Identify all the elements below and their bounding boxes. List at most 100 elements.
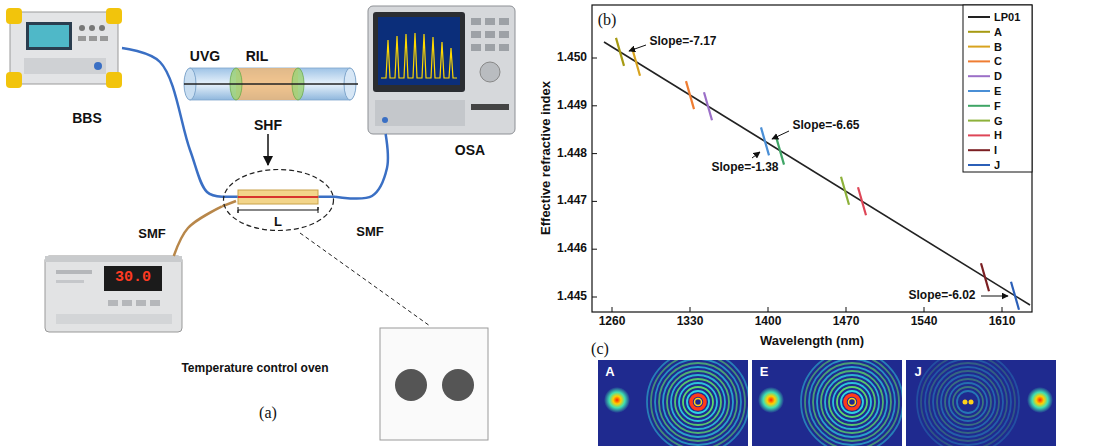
mode-image bbox=[679, 383, 717, 421]
legend-text: A bbox=[994, 26, 1002, 38]
mode-image bbox=[817, 367, 887, 437]
mode-field-images bbox=[598, 351, 1056, 446]
mode-image bbox=[663, 367, 733, 437]
mode-image bbox=[921, 360, 1015, 446]
legend-text: E bbox=[994, 85, 1001, 97]
sample-outline bbox=[238, 196, 318, 198]
figure-label: RIL bbox=[246, 48, 269, 64]
spectrum-analyzer-instrument bbox=[485, 31, 495, 38]
cross-section-image bbox=[442, 369, 474, 401]
figure-label: Slope=-6.02 bbox=[908, 289, 975, 303]
spectrum-analyzer-instrument bbox=[368, 6, 515, 134]
figure-label: (c) bbox=[591, 340, 609, 358]
spectrum-analyzer-instrument bbox=[499, 44, 509, 51]
tick-mark bbox=[592, 297, 597, 298]
oven-instrument bbox=[45, 256, 182, 262]
tick-mark bbox=[592, 153, 597, 154]
node-text: BBS bbox=[72, 110, 102, 126]
light-source-instrument bbox=[99, 25, 105, 31]
legend-box bbox=[963, 5, 1032, 172]
figure-label: E bbox=[760, 365, 769, 380]
mode-image bbox=[957, 391, 979, 413]
light-source-instrument bbox=[89, 36, 97, 41]
legend-sample bbox=[968, 46, 990, 48]
oven-instrument bbox=[56, 270, 92, 274]
legend-text: LP01 bbox=[994, 11, 1020, 23]
mode-image bbox=[945, 379, 991, 425]
mode-image bbox=[671, 375, 725, 429]
mode-image bbox=[837, 387, 867, 417]
mode-image bbox=[758, 387, 784, 413]
spectrum-analyzer-instrument bbox=[373, 12, 465, 92]
mode-image bbox=[683, 387, 713, 417]
cladding-mode-curve bbox=[704, 92, 712, 120]
figure-label: 1.447 bbox=[557, 194, 587, 208]
mode-image bbox=[963, 400, 968, 405]
mode-image bbox=[969, 400, 974, 405]
mode-image bbox=[849, 399, 856, 406]
light-source-instrument bbox=[106, 8, 122, 24]
figure-label: 1400 bbox=[755, 315, 782, 329]
mode-image bbox=[604, 387, 630, 413]
mode-image bbox=[647, 360, 748, 446]
spectrum-analyzer: OSA bbox=[368, 6, 515, 134]
light-source-instrument bbox=[6, 72, 22, 88]
cross-section-image bbox=[380, 328, 488, 440]
legend-sample bbox=[968, 75, 990, 77]
figure-label: 1260 bbox=[599, 315, 626, 329]
slope-pointer bbox=[981, 296, 1008, 297]
spectrum-analyzer-instrument bbox=[378, 17, 460, 85]
cross-section-image bbox=[300, 233, 488, 440]
figure-label: 1.446 bbox=[557, 242, 587, 256]
figure-label: 1540 bbox=[911, 315, 938, 329]
spectrum-analyzer-instrument bbox=[485, 44, 495, 51]
figure-label: (b) bbox=[598, 11, 617, 29]
legend-text: I bbox=[994, 144, 997, 156]
oven-instrument bbox=[136, 300, 146, 306]
legend-text: C bbox=[994, 55, 1002, 67]
node-text: L bbox=[274, 215, 282, 230]
spectrum-analyzer-instrument bbox=[499, 31, 509, 38]
figure-label: 1610 bbox=[989, 315, 1016, 329]
edge-label: SMF bbox=[136, 227, 167, 242]
light-source-instrument bbox=[26, 22, 72, 50]
mode-image bbox=[841, 391, 863, 413]
light-source-instrument bbox=[100, 36, 108, 41]
spectrum-analyzer-instrument bbox=[480, 62, 500, 82]
mode-image bbox=[651, 360, 745, 446]
tick-mark bbox=[592, 58, 597, 59]
cladding-mode-curve bbox=[1011, 282, 1019, 310]
tick-mark bbox=[612, 307, 613, 312]
figure-label: 1.450 bbox=[557, 51, 587, 65]
pointer-arrow bbox=[268, 134, 269, 165]
slope-pointer bbox=[629, 45, 646, 51]
mode-image bbox=[659, 363, 737, 441]
light-source-instrument bbox=[6, 8, 122, 88]
pointer-arrow bbox=[267, 134, 269, 165]
mode-image bbox=[941, 375, 995, 429]
mode-image bbox=[809, 360, 895, 445]
temperature-oven: 30.0Temperature control oven bbox=[45, 256, 182, 332]
edge-label: SMF bbox=[354, 225, 385, 240]
spectrum-analyzer-instrument bbox=[485, 18, 495, 25]
spectrum-analyzer-instrument bbox=[471, 18, 481, 25]
mode-image bbox=[925, 360, 1011, 445]
legend-sample bbox=[968, 60, 990, 62]
cladding-mode-curve bbox=[858, 187, 866, 215]
mode-image bbox=[813, 363, 891, 441]
legend-sample bbox=[968, 149, 990, 151]
oven-instrument bbox=[108, 300, 118, 306]
spectrum-analyzer-instrument bbox=[499, 18, 509, 25]
fiber-connector bbox=[335, 134, 388, 199]
figure-label: 1.449 bbox=[557, 99, 587, 113]
light-source: BBS bbox=[6, 8, 122, 88]
legend-sample bbox=[968, 31, 990, 33]
mode-image bbox=[833, 383, 871, 421]
tick-mark bbox=[690, 307, 691, 312]
light-source-instrument bbox=[89, 25, 95, 31]
legend-sample bbox=[968, 134, 990, 136]
figure-label: J bbox=[914, 365, 921, 380]
cladding-mode-curve bbox=[632, 48, 640, 76]
mode-image bbox=[829, 379, 875, 425]
cladding-mode-curve bbox=[981, 263, 989, 291]
